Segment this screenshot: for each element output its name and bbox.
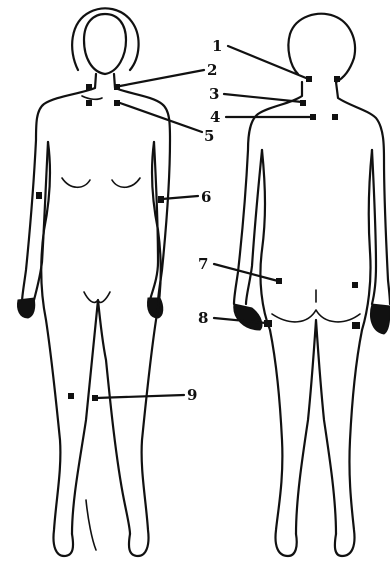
front-clavicle	[82, 96, 102, 99]
front-figure	[17, 8, 170, 556]
front-hair	[72, 8, 138, 70]
leader-1	[228, 46, 306, 78]
front-face	[84, 14, 126, 74]
front-left-contour	[22, 74, 96, 302]
leader-2	[120, 70, 204, 86]
leader-7	[214, 264, 278, 281]
number-labels: 1 2 3 4 5 6 7 8 9	[187, 37, 222, 404]
back-right-inner-arm	[372, 150, 376, 304]
label-2: 2	[207, 61, 217, 79]
point-front-elbow-left	[36, 192, 42, 199]
label-3: 3	[209, 85, 219, 103]
point-back-occiput-right	[334, 76, 340, 82]
front-feet-gap	[86, 500, 96, 550]
back-figure	[234, 14, 390, 556]
point-front-knee-left	[68, 393, 74, 399]
tender-points	[36, 76, 360, 401]
label-8: 8	[198, 309, 208, 327]
label-9: 9	[187, 386, 197, 404]
leader-lines	[96, 46, 310, 398]
point-front-chest-left	[86, 100, 92, 106]
point-back-trochanter-right	[352, 322, 360, 329]
point-back-supraspinatus-right	[332, 114, 338, 120]
label-5: 5	[204, 127, 214, 145]
point-front-neck-right	[114, 84, 120, 90]
back-right-contour	[336, 82, 390, 304]
front-left-hand	[17, 298, 34, 318]
back-right-body	[335, 150, 372, 556]
label-6: 6	[201, 188, 211, 206]
label-1: 1	[212, 37, 222, 55]
label-7: 7	[198, 255, 208, 273]
label-4: 4	[210, 108, 220, 126]
leader-3	[224, 94, 302, 102]
back-inner-legs	[296, 320, 336, 534]
point-front-neck-left	[86, 84, 92, 90]
front-crotch	[84, 292, 110, 302]
back-head	[288, 14, 355, 82]
front-right-hand	[147, 298, 162, 318]
front-chest	[62, 178, 140, 187]
front-inner-legs	[72, 300, 130, 534]
back-left-contour	[234, 82, 302, 304]
point-back-occiput-left	[306, 76, 312, 82]
leader-5	[120, 103, 202, 132]
point-back-gluteal-right	[352, 282, 358, 288]
back-left-hand	[234, 304, 262, 330]
back-left-body	[260, 150, 296, 556]
back-right-hand	[371, 304, 390, 334]
